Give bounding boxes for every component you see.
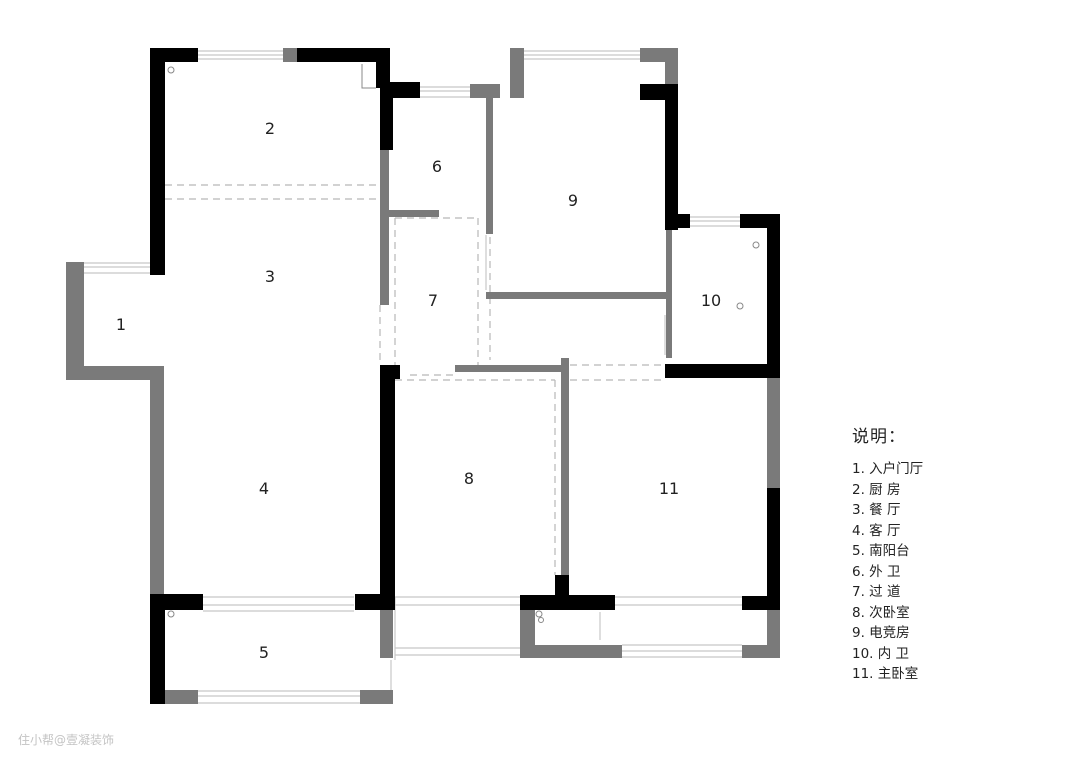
- windows: [84, 50, 742, 704]
- legend-item: 4. 客 厅: [852, 522, 901, 539]
- drain-icon: [538, 617, 544, 623]
- black-wall: [742, 596, 780, 610]
- room-3-number: 3: [265, 267, 275, 286]
- room-10-number: 10: [701, 291, 721, 310]
- gray-wall: [666, 228, 672, 358]
- black-wall: [380, 365, 395, 609]
- drain-icon: [535, 610, 543, 618]
- window: [690, 216, 740, 227]
- window: [599, 596, 742, 658]
- room-6-number: 6: [432, 157, 442, 176]
- room-9-number: 9: [568, 191, 578, 210]
- legend-item: 2. 厨 房: [852, 481, 901, 498]
- gray-wall: [486, 292, 666, 299]
- gray-wall: [360, 690, 393, 704]
- black-wall: [376, 48, 390, 88]
- legend-item: 10. 内 卫: [852, 645, 910, 662]
- legend-item: 1. 入户门厅: [852, 461, 924, 477]
- black-wall: [150, 594, 165, 704]
- drain-icon: [736, 302, 744, 310]
- room-8-number: 8: [464, 469, 474, 488]
- gray-wall: [283, 48, 297, 62]
- gray-wall: [150, 366, 164, 594]
- black-wall: [520, 595, 615, 610]
- gray-wall: [470, 84, 500, 98]
- legend-item: 7. 过 道: [852, 584, 901, 600]
- room-11-number: 11: [659, 479, 679, 498]
- gray-wall: [380, 610, 393, 658]
- black-wall: [555, 575, 569, 597]
- bearing-walls: [150, 48, 780, 704]
- gray-wall: [520, 645, 622, 658]
- black-wall: [355, 594, 395, 610]
- gray-wall: [767, 378, 780, 488]
- black-wall: [150, 48, 165, 275]
- black-wall: [297, 48, 390, 62]
- room-4-number: 4: [259, 479, 269, 498]
- legend-item: 5. 南阳台: [852, 543, 910, 559]
- room-7-number: 7: [428, 291, 438, 310]
- room-5-number: 5: [259, 643, 269, 662]
- window: [198, 690, 360, 704]
- partition-walls: [66, 48, 780, 704]
- gray-wall: [380, 150, 389, 305]
- room-1-number: 1: [116, 315, 126, 334]
- fixtures: [167, 64, 760, 623]
- room-2-number: 2: [265, 119, 275, 138]
- black-wall: [665, 84, 678, 230]
- black-wall: [665, 214, 690, 228]
- legend-item: 11. 主卧室: [852, 666, 919, 682]
- window: [197, 50, 283, 60]
- gray-wall: [510, 48, 524, 98]
- drain-icon: [167, 610, 175, 618]
- drain-icon: [167, 66, 175, 74]
- legend-item: 3. 餐 厅: [852, 502, 901, 518]
- black-wall: [380, 365, 400, 379]
- gray-wall: [389, 210, 439, 217]
- legend-item: 9. 电竞房: [852, 625, 910, 641]
- gray-wall: [165, 690, 198, 704]
- gray-wall: [66, 262, 84, 380]
- window: [390, 596, 520, 700]
- gray-wall: [561, 358, 569, 575]
- gray-wall: [66, 366, 164, 380]
- legend-item: 6. 外 卫: [852, 563, 901, 580]
- dashed-boundaries: [165, 184, 665, 575]
- gray-wall: [486, 84, 493, 234]
- window: [524, 50, 640, 60]
- gray-wall: [767, 610, 780, 658]
- gray-wall: [665, 48, 678, 88]
- legend-item: 8. 次卧室: [852, 604, 910, 621]
- window: [84, 262, 150, 274]
- watermark: 住小帮@壹凝装饰: [18, 733, 115, 747]
- room-labels: 1 2 3 4 5 6 7 8 9 10 11: [116, 119, 721, 662]
- legend: 说明： 1. 入户门厅 2. 厨 房 3. 餐 厅 4. 客 厅 5. 南阳台 …: [852, 422, 923, 685]
- black-wall: [767, 214, 780, 378]
- gray-wall: [455, 365, 568, 372]
- legend-list: 1. 入户门厅 2. 厨 房 3. 餐 厅 4. 客 厅 5. 南阳台 6. 外…: [852, 459, 923, 685]
- black-wall: [767, 488, 780, 610]
- drain-icon: [752, 241, 760, 249]
- black-wall: [380, 82, 393, 150]
- door-swing-icon: [361, 64, 376, 89]
- black-wall: [665, 364, 780, 378]
- legend-title: 说明：: [852, 427, 906, 447]
- window: [420, 86, 470, 98]
- window: [203, 596, 354, 612]
